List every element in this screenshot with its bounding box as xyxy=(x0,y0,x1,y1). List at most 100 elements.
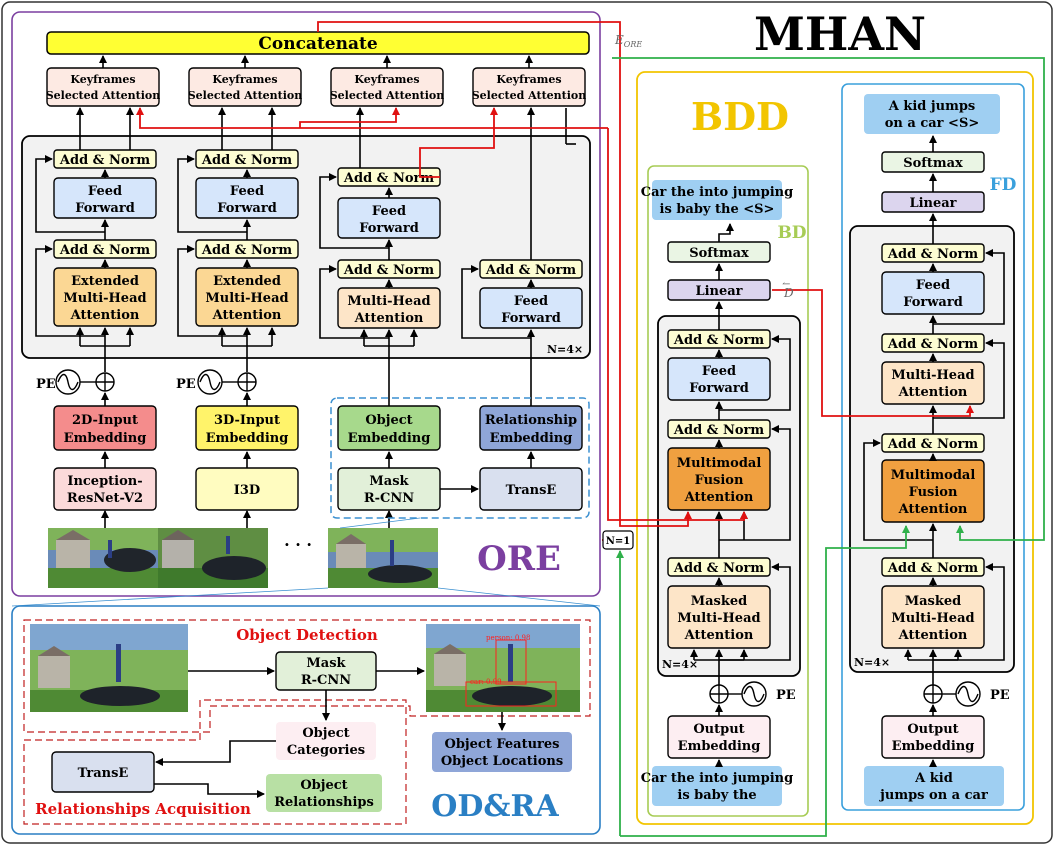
keyframes-box-4: Keyframes Selected Attention xyxy=(472,67,586,107)
relationships-acquisition-label: Relationships Acquisition xyxy=(35,800,251,818)
svg-text:Feed: Feed xyxy=(702,364,736,379)
svg-text:PE: PE xyxy=(36,377,56,392)
svg-text:Mask: Mask xyxy=(306,656,346,671)
svg-text:Multimodal: Multimodal xyxy=(677,456,762,471)
bd-output-top-box: Car the into jumping is baby the <S> xyxy=(641,180,793,220)
svg-text:Extended: Extended xyxy=(213,274,281,289)
keyframes-box-3: Keyframes Selected Attention xyxy=(330,67,445,107)
svg-text:2D-Input: 2D-Input xyxy=(72,413,138,428)
svg-text:Relationships: Relationships xyxy=(274,795,374,810)
svg-text:Embedding: Embedding xyxy=(678,739,761,754)
e-ore-label: EORE xyxy=(614,33,642,49)
svg-text:Attention: Attention xyxy=(898,385,968,400)
svg-text:Add & Norm: Add & Norm xyxy=(201,153,292,168)
fd-masked-mha: Masked Multi-Head Attention xyxy=(881,585,985,649)
svg-text:Car the into jumping: Car the into jumping xyxy=(641,771,793,786)
odra-object-relationships-box: Object Relationships xyxy=(266,774,382,812)
svg-text:N=1: N=1 xyxy=(606,536,630,547)
svg-text:Multi-Head: Multi-Head xyxy=(677,611,760,626)
keyframes-to-concat-arrows xyxy=(99,55,533,68)
svg-text:Mask: Mask xyxy=(369,474,409,489)
keyframes-label-3b: Selected Attention xyxy=(330,89,445,102)
bd-softmax-box: Softmax xyxy=(667,241,771,263)
svg-text:TransE: TransE xyxy=(78,766,129,781)
odra-object-features-box: Object Features Object Locations xyxy=(432,732,572,772)
fd-add-norm-2: Add & Norm xyxy=(881,333,985,353)
svg-text:Attention: Attention xyxy=(898,502,968,517)
video-frames: · · · xyxy=(48,528,438,588)
svg-text:I3D: I3D xyxy=(234,483,260,498)
svg-text:Embedding: Embedding xyxy=(490,431,573,446)
ore-column-relationship: Add & Norm Feed Forward xyxy=(479,259,583,329)
bd-add-norm-1: Add & Norm xyxy=(667,329,771,349)
svg-text:PE: PE xyxy=(990,688,1010,703)
svg-text:Masked: Masked xyxy=(905,594,962,609)
fd-region xyxy=(841,83,1025,811)
fd-add-norm-4: Add & Norm xyxy=(881,557,985,577)
rel-emb-box: Relationship Embedding xyxy=(479,405,583,451)
bd-feed-forward: Feed Forward xyxy=(667,357,771,401)
emb-3d-box: 3D-Input Embedding xyxy=(195,405,299,451)
svg-text:Output: Output xyxy=(907,722,958,737)
svg-text:Inception-: Inception- xyxy=(67,474,142,489)
fd-wiring xyxy=(863,135,1005,767)
svg-text:Forward: Forward xyxy=(75,201,135,216)
detection-label-car: car: 0.99 xyxy=(470,678,502,686)
svg-text:Add & Norm: Add & Norm xyxy=(887,561,978,576)
svg-text:Attention: Attention xyxy=(684,628,754,643)
relationships-dashed-frame xyxy=(23,699,407,825)
fd-n4-label: N=4× xyxy=(854,656,890,669)
odra-title: OD&RA xyxy=(431,789,559,824)
svg-text:Multi-Head: Multi-Head xyxy=(891,368,974,383)
svg-text:Object: Object xyxy=(302,726,349,741)
svg-text:Linear: Linear xyxy=(909,196,956,211)
bd-mm-fusion: Multimodal Fusion Attention xyxy=(667,447,771,511)
red-connections xyxy=(136,21,974,544)
bd-masked-mha: Masked Multi-Head Attention xyxy=(667,585,771,649)
svg-text:is baby the <S>: is baby the <S> xyxy=(660,202,775,217)
frames-ellipsis: · · · xyxy=(284,535,312,554)
video-frame-n xyxy=(328,528,438,588)
svg-text:Extended: Extended xyxy=(71,274,139,289)
svg-text:Add & Norm: Add & Norm xyxy=(343,171,434,186)
i3d-box: I3D xyxy=(195,467,299,511)
green-connections xyxy=(612,57,1045,837)
odra-transe-box: TransE xyxy=(51,751,155,793)
svg-text:PE: PE xyxy=(176,377,196,392)
svg-text:3D-Input: 3D-Input xyxy=(214,413,280,428)
bd-input-bottom-box: Car the into jumping is baby the xyxy=(641,766,793,806)
svg-text:Add & Norm: Add & Norm xyxy=(673,423,764,438)
svg-text:Feed: Feed xyxy=(372,204,406,219)
bd-add-norm-2: Add & Norm xyxy=(667,419,771,439)
svg-text:Multimodal: Multimodal xyxy=(891,468,976,483)
fd-add-norm-1: Add & Norm xyxy=(881,243,985,263)
fd-mm-fusion: Multimodal Fusion Attention xyxy=(881,459,985,523)
svg-text:on a car <S>: on a car <S> xyxy=(885,116,980,131)
svg-text:Forward: Forward xyxy=(903,295,963,310)
svg-text:Embedding: Embedding xyxy=(348,431,431,446)
fd-title: FD xyxy=(990,175,1017,195)
odra-object-categories-box: Object Categories xyxy=(276,722,376,760)
svg-text:R-CNN: R-CNN xyxy=(364,491,414,506)
odra-arrows xyxy=(154,667,506,798)
svg-text:Add & Norm: Add & Norm xyxy=(485,263,576,278)
svg-text:Fusion: Fusion xyxy=(695,473,744,488)
svg-text:Add & Norm: Add & Norm xyxy=(59,243,150,258)
fd-linear-box: Linear xyxy=(881,191,985,213)
svg-text:Multi-Head: Multi-Head xyxy=(205,291,288,306)
odra-output-frame: person: 0.98 car: 0.99 xyxy=(426,624,580,712)
fd-output-top-box: A kid jumps on a car <S> xyxy=(864,94,1000,134)
pe-block-2: PE xyxy=(176,369,257,395)
n1-box: N=1 xyxy=(602,530,634,550)
svg-text:Object Features: Object Features xyxy=(445,737,560,752)
svg-text:Softmax: Softmax xyxy=(689,246,749,261)
svg-text:Feed: Feed xyxy=(514,294,548,309)
svg-text:Output: Output xyxy=(693,722,744,737)
bd-linear-box: Linear xyxy=(667,279,771,301)
svg-text:Embedding: Embedding xyxy=(64,431,147,446)
svg-text:Object: Object xyxy=(365,413,412,428)
svg-text:A kid jumps: A kid jumps xyxy=(888,99,976,114)
svg-text:is baby the: is baby the xyxy=(677,788,756,803)
svg-text:PE: PE xyxy=(776,688,796,703)
